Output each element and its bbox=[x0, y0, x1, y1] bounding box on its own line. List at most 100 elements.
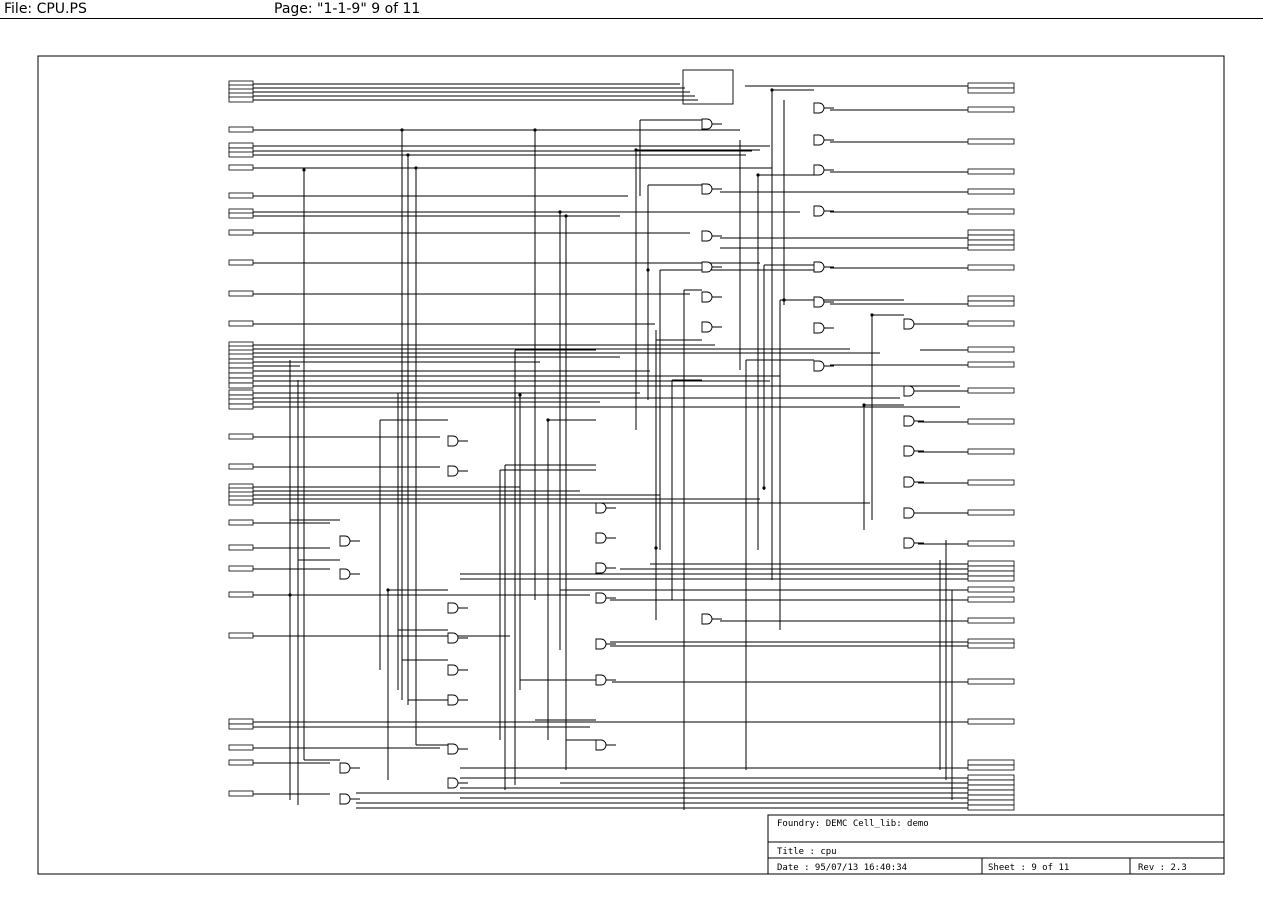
input-pin bbox=[228, 632, 254, 639]
file-name: File: CPU.PS bbox=[4, 1, 87, 17]
output-pin bbox=[967, 208, 1015, 215]
input-pin bbox=[228, 377, 254, 384]
and-gate-symbol bbox=[447, 632, 459, 644]
and-gate-symbol bbox=[903, 476, 915, 488]
page-indicator: Page: "1-1-9" 9 of 11 bbox=[274, 1, 421, 17]
and-gate-symbol bbox=[701, 183, 713, 195]
input-pin bbox=[228, 544, 254, 551]
and-gate-symbol bbox=[595, 592, 607, 604]
input-pin bbox=[228, 164, 254, 171]
output-pin bbox=[967, 586, 1015, 593]
output-pin bbox=[967, 264, 1015, 271]
input-pin bbox=[228, 463, 254, 470]
title-block: Foundry: DEMC Cell_lib: demo Title : cpu… bbox=[767, 814, 1225, 875]
junction-dot bbox=[762, 486, 766, 490]
junction-dot bbox=[518, 393, 522, 397]
junction-dot bbox=[406, 153, 410, 157]
output-pin bbox=[967, 789, 1015, 796]
and-gate-symbol bbox=[339, 568, 351, 580]
wire-layer bbox=[253, 83, 968, 810]
output-pin bbox=[967, 718, 1015, 725]
and-gate-symbol bbox=[595, 674, 607, 686]
rev-label: Rev : 2.3 bbox=[1138, 863, 1187, 873]
output-pin bbox=[967, 678, 1015, 685]
input-pin bbox=[228, 718, 254, 725]
input-pin bbox=[228, 372, 254, 379]
junction-dot bbox=[414, 166, 418, 170]
input-pin bbox=[228, 519, 254, 526]
input-pin bbox=[228, 126, 254, 133]
output-pin bbox=[967, 560, 1015, 567]
input-pin bbox=[228, 142, 254, 149]
input-pin bbox=[228, 290, 254, 297]
output-pin bbox=[967, 418, 1015, 425]
output-pin bbox=[967, 759, 1015, 766]
junction-dot bbox=[862, 403, 866, 407]
junction-dot bbox=[564, 214, 568, 218]
output-pin bbox=[967, 229, 1015, 236]
and-gate-symbol bbox=[813, 164, 825, 176]
output-pin bbox=[967, 617, 1015, 624]
page-header: File: CPU.PS Page: "1-1-9" 9 of 11 bbox=[0, 0, 1263, 19]
and-gate-symbol bbox=[701, 291, 713, 303]
output-pin bbox=[967, 300, 1015, 307]
and-gate-symbol bbox=[447, 465, 459, 477]
output-pin bbox=[967, 106, 1015, 113]
input-pin bbox=[228, 367, 254, 374]
junction-dot bbox=[782, 298, 786, 302]
and-gate-symbol bbox=[701, 261, 713, 273]
output-pin bbox=[967, 540, 1015, 547]
and-gate-symbol bbox=[813, 296, 825, 308]
and-gate-symbol bbox=[813, 360, 825, 372]
junction-dot bbox=[533, 128, 537, 132]
output-pin bbox=[967, 565, 1015, 572]
junction-dot bbox=[756, 173, 760, 177]
and-gate-symbol bbox=[813, 261, 825, 273]
output-pin bbox=[967, 596, 1015, 603]
input-pin bbox=[228, 403, 254, 410]
input-pin bbox=[228, 259, 254, 266]
input-pin bbox=[228, 212, 254, 219]
input-pin bbox=[228, 192, 254, 199]
and-gate-symbol bbox=[447, 694, 459, 706]
output-pin bbox=[967, 799, 1015, 806]
and-gate-symbol bbox=[813, 205, 825, 217]
and-gate-symbol bbox=[447, 777, 459, 789]
title-label: Title : cpu bbox=[777, 847, 837, 857]
input-pin bbox=[228, 499, 254, 506]
output-pin bbox=[967, 479, 1015, 486]
output-pin bbox=[967, 320, 1015, 327]
input-pin bbox=[228, 790, 254, 797]
sheet-label: Sheet : 9 of 11 bbox=[988, 863, 1069, 873]
output-pin bbox=[967, 448, 1015, 455]
date-label: Date : 95/07/13 16:40:34 bbox=[777, 863, 907, 873]
output-pin bbox=[967, 774, 1015, 781]
input-pin bbox=[228, 398, 254, 405]
output-pin bbox=[967, 295, 1015, 302]
input-pin bbox=[228, 320, 254, 327]
input-pin bbox=[228, 433, 254, 440]
and-gate-symbol bbox=[339, 535, 351, 547]
output-pin bbox=[967, 168, 1015, 175]
output-pin bbox=[967, 138, 1015, 145]
and-gate-symbol bbox=[595, 532, 607, 544]
and-gate-symbol bbox=[447, 743, 459, 755]
input-pin bbox=[228, 382, 254, 389]
and-gate-symbol bbox=[903, 445, 915, 457]
and-gate-symbol bbox=[447, 664, 459, 676]
input-pin bbox=[228, 362, 254, 369]
junction-dot bbox=[546, 418, 550, 422]
and-gate-symbol bbox=[701, 118, 713, 130]
mux-block bbox=[682, 69, 734, 105]
pin-layer bbox=[228, 80, 1015, 811]
output-pin bbox=[967, 804, 1015, 811]
output-pin bbox=[967, 82, 1015, 89]
and-gate-symbol bbox=[701, 613, 713, 625]
sheet-border bbox=[37, 55, 1225, 875]
and-gate-symbol bbox=[595, 739, 607, 751]
junction-dot bbox=[870, 313, 874, 317]
junction-dot bbox=[400, 128, 404, 132]
junction-dot bbox=[558, 210, 562, 214]
foundry-label: Foundry: DEMC Cell_lib: demo bbox=[777, 819, 929, 829]
input-pin bbox=[228, 723, 254, 730]
